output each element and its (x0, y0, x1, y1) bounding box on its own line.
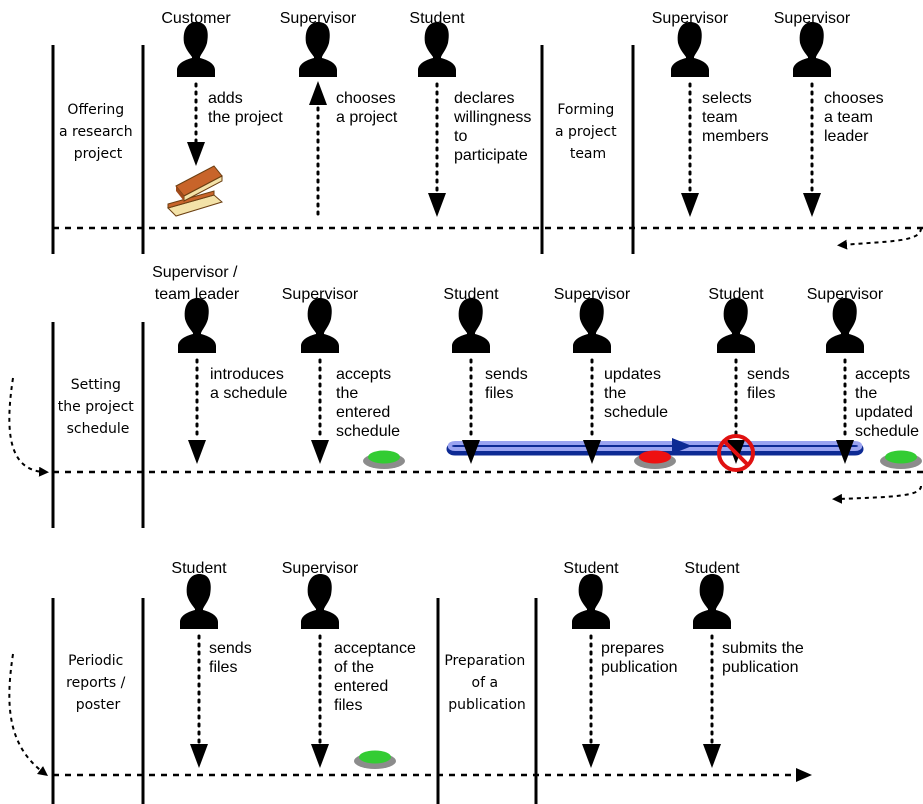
arrow-down-icon (803, 193, 821, 217)
arrow-down-icon (190, 744, 208, 768)
actor-lane: Supervisor chooses a team leader (774, 10, 888, 217)
actor-action: sends files (747, 366, 794, 402)
arrow-down-icon (428, 193, 446, 217)
person-icon (301, 574, 339, 629)
actor-role: Supervisor (807, 286, 884, 303)
person-icon (299, 22, 337, 77)
actor-action: prepares publication (601, 640, 678, 676)
wrap-arrow (832, 485, 922, 504)
wrap-arrow (837, 227, 922, 250)
actor-role: Supervisor (282, 560, 359, 577)
person-icon (301, 298, 339, 353)
phase-label: Forming a project team (555, 102, 621, 162)
actor-role: Student (171, 560, 227, 577)
arrow-down-icon (311, 744, 329, 768)
actor-action: sends files (209, 640, 256, 676)
row-1: Offering a research project Forming a pr… (51, 10, 923, 254)
green-button-icon (880, 450, 922, 469)
actor-lane: Student sends files (708, 286, 794, 472)
actor-role: Student (409, 10, 465, 27)
actor-action: acceptance of the entered files (334, 640, 420, 714)
actor-lane: Supervisor acceptance of the entered fil… (282, 560, 420, 769)
actor-role: Supervisor (282, 286, 359, 303)
actor-lane: Student prepares publication (563, 560, 678, 768)
books-icon (167, 165, 224, 217)
actor-action: submits the publication (722, 640, 808, 676)
actor-lane: Customer adds the project (161, 10, 283, 217)
actor-role: Student (563, 560, 619, 577)
person-icon (717, 298, 755, 353)
person-icon (572, 574, 610, 629)
actor-lane: Student sends files (443, 286, 532, 464)
person-icon (573, 298, 611, 353)
arrow-down-icon (681, 193, 699, 217)
arrow-down-icon (583, 440, 601, 464)
actor-role: Supervisor (774, 10, 851, 27)
phase-label: Setting the project schedule (58, 377, 138, 437)
arrow-down-icon (582, 744, 600, 768)
green-button-icon (363, 450, 405, 469)
person-icon (418, 22, 456, 77)
actor-lane: Supervisor chooses a project (280, 10, 400, 216)
prohibited-icon (717, 434, 755, 472)
arrow-down-icon (836, 440, 854, 464)
person-icon (180, 574, 218, 629)
actor-action: selects team members (702, 90, 769, 145)
actor-lane: Supervisor / team leader introduces a sc… (152, 264, 288, 464)
actor-lane: Student submits the publication (684, 560, 808, 768)
person-icon (177, 22, 215, 77)
phase-label: Preparation of a publication (444, 653, 529, 713)
actor-action: accepts the updated schedule (855, 366, 919, 440)
actor-action: introduces a schedule (210, 366, 288, 402)
arrow-down-icon (703, 744, 721, 768)
actor-role: Supervisor (280, 10, 357, 27)
actor-lane: Supervisor accepts the entered schedule (282, 286, 405, 469)
person-icon (178, 298, 216, 353)
actor-lane: Supervisor accepts the updated schedule (807, 286, 922, 469)
person-icon (693, 574, 731, 629)
green-button-icon (354, 750, 396, 769)
row-3: Periodic reports / poster Preparation of… (8, 560, 812, 804)
actor-lane: Supervisor updates the schedule (554, 286, 676, 469)
wrap-arrow (8, 653, 48, 777)
row-2: Setting the project schedule Supervisor … (8, 264, 923, 528)
person-icon (671, 22, 709, 77)
person-icon (452, 298, 490, 353)
phase-label: Periodic reports / poster (66, 653, 130, 713)
actor-role: Supervisor / team leader (152, 264, 242, 303)
arrow-down-icon (462, 440, 480, 464)
arrow-down-icon (311, 440, 329, 464)
actor-role: Supervisor (554, 286, 631, 303)
arrow-right-icon (796, 768, 812, 782)
actor-action: sends files (485, 366, 532, 402)
red-button-icon (634, 450, 676, 469)
actor-role: Supervisor (652, 10, 729, 27)
actor-lane: Supervisor selects team members (652, 10, 769, 217)
arrow-down-icon (187, 142, 205, 166)
actor-lane: Student declares willingness to particip… (409, 10, 536, 217)
person-icon (826, 298, 864, 353)
person-icon (793, 22, 831, 77)
arrow-down-icon (188, 440, 206, 464)
actor-action: chooses a project (336, 90, 400, 126)
schedule-loop (446, 438, 864, 456)
phase-label: Offering a research project (59, 102, 137, 162)
actor-action: updates the schedule (604, 366, 668, 421)
actor-action: adds the project (208, 90, 283, 126)
actor-lane: Student sends files (171, 560, 256, 768)
actor-role: Student (708, 286, 764, 303)
actor-role: Customer (161, 10, 231, 27)
loop-arrow-icon (672, 438, 692, 454)
actor-role: Student (443, 286, 499, 303)
actor-action: chooses a team leader (824, 90, 888, 145)
actor-action: accepts the entered schedule (336, 366, 400, 440)
wrap-arrow (8, 377, 49, 477)
actor-role: Student (684, 560, 740, 577)
arrow-up-icon (309, 81, 327, 105)
actor-action: declares willingness to participate (453, 90, 536, 164)
